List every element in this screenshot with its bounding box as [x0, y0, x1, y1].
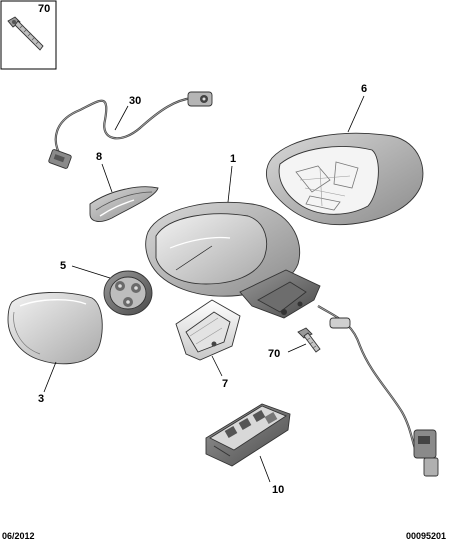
callout-6: 6	[361, 83, 367, 95]
base-cable	[317, 305, 439, 477]
footer-date: 06/2012	[2, 531, 35, 541]
mirror-assembly	[145, 201, 321, 319]
bolt-icon-inset	[7, 16, 44, 51]
callout-8: 8	[96, 151, 102, 163]
footer-reference: 00095201	[405, 531, 446, 541]
mirror-back-shell	[266, 132, 424, 226]
callout-70-inset: 70	[38, 3, 50, 15]
wiring-harness	[48, 91, 213, 169]
mirror-control-switch	[205, 403, 291, 467]
callout-10: 10	[272, 484, 284, 496]
turn-signal-repeater	[89, 186, 159, 222]
mirror-glass	[7, 292, 103, 365]
callout-30: 30	[129, 95, 141, 107]
bolt-inset-box: 70	[0, 0, 57, 70]
callout-70: 70	[268, 348, 280, 360]
callout-7: 7	[222, 378, 228, 390]
bolt	[297, 327, 321, 353]
callout-5: 5	[60, 260, 66, 272]
base-lower-cover	[175, 299, 241, 361]
mirror-actuator	[103, 270, 153, 316]
callout-3: 3	[38, 393, 44, 405]
callout-1: 1	[230, 153, 236, 165]
